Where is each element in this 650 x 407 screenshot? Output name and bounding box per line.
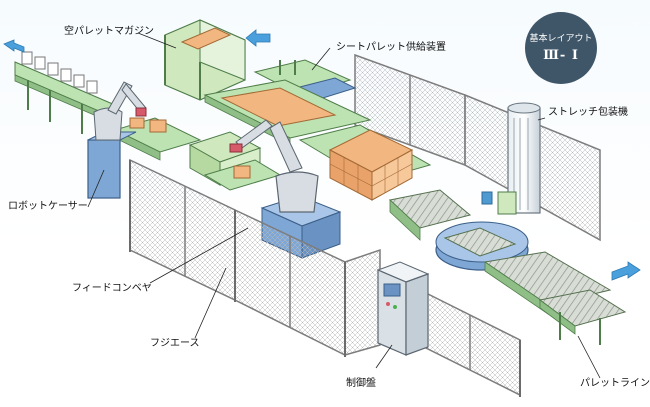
leader-lines [87,32,601,379]
roller-conveyor-mid [388,189,472,241]
control-panel [376,261,430,356]
label-control-panel: 制御盤 [346,378,376,389]
label-stretch-wrapper: ストレッチ包装機 [548,107,628,118]
feed-conveyor-line [113,117,282,191]
label-fujiace: フジエース [150,338,200,349]
label-sheet-pallet-feeder: シートパレット供給装置 [336,42,446,53]
badge-code: Ⅲ- Ⅰ [543,48,579,63]
stretch-wrapper [435,102,541,271]
label-pallet-line: パレットライン [580,378,650,389]
label-robot-case-sorter: ロボットケーサー [8,201,88,212]
fence-front [129,158,521,397]
infeed-conveyor [14,51,116,134]
flow-arrow-in [3,39,25,53]
pallet-line [483,251,627,345]
label-empty-pallet-magazine: 空パレットマガジン [64,26,154,37]
flow-arrow-out [611,261,641,281]
flow-arrow-top [245,29,271,47]
empty-pallet-magazine [164,19,246,101]
stacking-pallet [298,124,432,201]
label-feed-conveyor: フィードコンベヤ [72,283,152,294]
badge-title: 基本レイアウト [529,34,593,44]
robot-left [87,81,147,199]
pallet-conveyor-upper [203,79,372,146]
layout-title-badge: 基本レイアウト Ⅲ- Ⅰ [525,12,597,84]
